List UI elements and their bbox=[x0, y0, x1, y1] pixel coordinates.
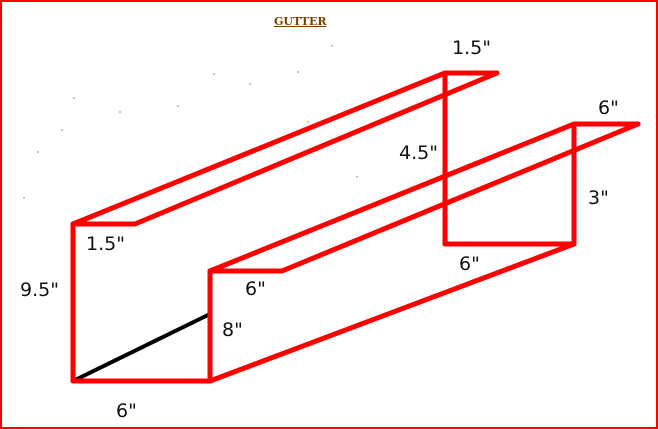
back-flange-outer-edge bbox=[132, 70, 500, 227]
dimension-labels: 1.5" 1.5" 4.5" 9.5" 6" 3" 6" 6" 8" 6" bbox=[20, 37, 619, 422]
dim-front-flange-front: 6" bbox=[245, 278, 266, 300]
dim-back-height-front: 9.5" bbox=[20, 279, 59, 301]
dim-front-height-front: 8" bbox=[222, 319, 243, 341]
bottom-outer-edge bbox=[207, 241, 577, 384]
drawing-title: GUTTER bbox=[274, 15, 327, 28]
dim-front-flange-end: 6" bbox=[598, 97, 619, 119]
dim-front-height-end: 3" bbox=[588, 187, 609, 209]
back-wall-top-edge bbox=[70, 70, 448, 227]
dim-bottom-width-front: 6" bbox=[116, 400, 137, 422]
front-flange-outer-edge bbox=[279, 121, 641, 274]
dim-bottom-width-end: 6" bbox=[459, 253, 480, 275]
dim-back-flange-end: 1.5" bbox=[452, 37, 491, 59]
gutter-edges bbox=[70, 70, 641, 384]
dim-back-height-end: 4.5" bbox=[399, 142, 438, 164]
front-wall-top-edge bbox=[207, 121, 577, 274]
background-specks bbox=[23, 45, 358, 199]
hidden-bottom-edge bbox=[71, 312, 212, 383]
dim-back-flange-front: 1.5" bbox=[86, 233, 125, 255]
